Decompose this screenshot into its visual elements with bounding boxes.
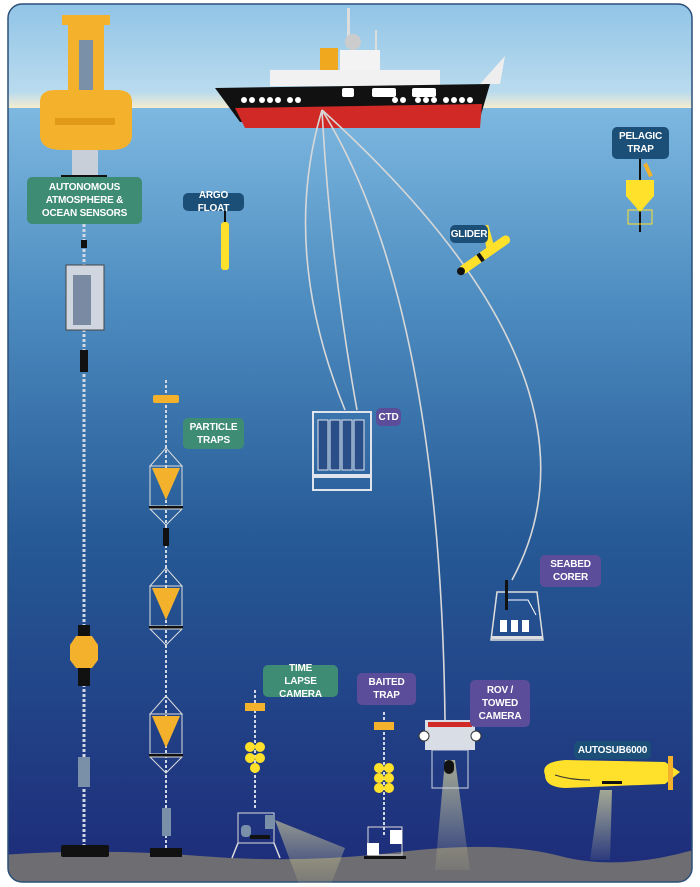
ship-cables [304,109,542,721]
autosub6000-icon [544,756,680,860]
label-pelagic-trap: PELAGIC TRAP [612,127,669,159]
baited-trap-lander-icon [364,712,406,859]
argo-float-icon [221,211,229,270]
label-autonomous-sensors: AUTONOMOUS ATMOSPHERE & OCEAN SENSORS [27,177,142,224]
label-argo-float: ARGO FLOAT [183,190,244,214]
time-lapse-camera-lander-icon [231,690,345,887]
label-particle-traps: PARTICLE TRAPS [183,418,244,449]
label-time-lapse-camera: TIME LAPSE CAMERA [263,663,338,700]
label-baited-trap: BAITED TRAP [357,673,416,705]
research-ship-icon [215,8,505,128]
pelagic-trap-icon [626,158,654,232]
seabed-corer-icon [490,580,544,641]
particle-trap-mooring-icon [148,380,184,857]
label-seabed-corer: SEABED CORER [540,555,601,587]
rov-towed-camera-icon [418,720,482,870]
ctd-rosette-icon [312,411,372,491]
label-ctd: CTD [376,408,401,426]
met-buoy-mooring-icon [40,15,132,857]
label-autosub6000: AUTOSUB6000 [574,741,651,759]
label-glider: GLIDER [450,225,488,243]
label-rov-towed-camera: ROV / TOWED CAMERA [470,680,530,727]
